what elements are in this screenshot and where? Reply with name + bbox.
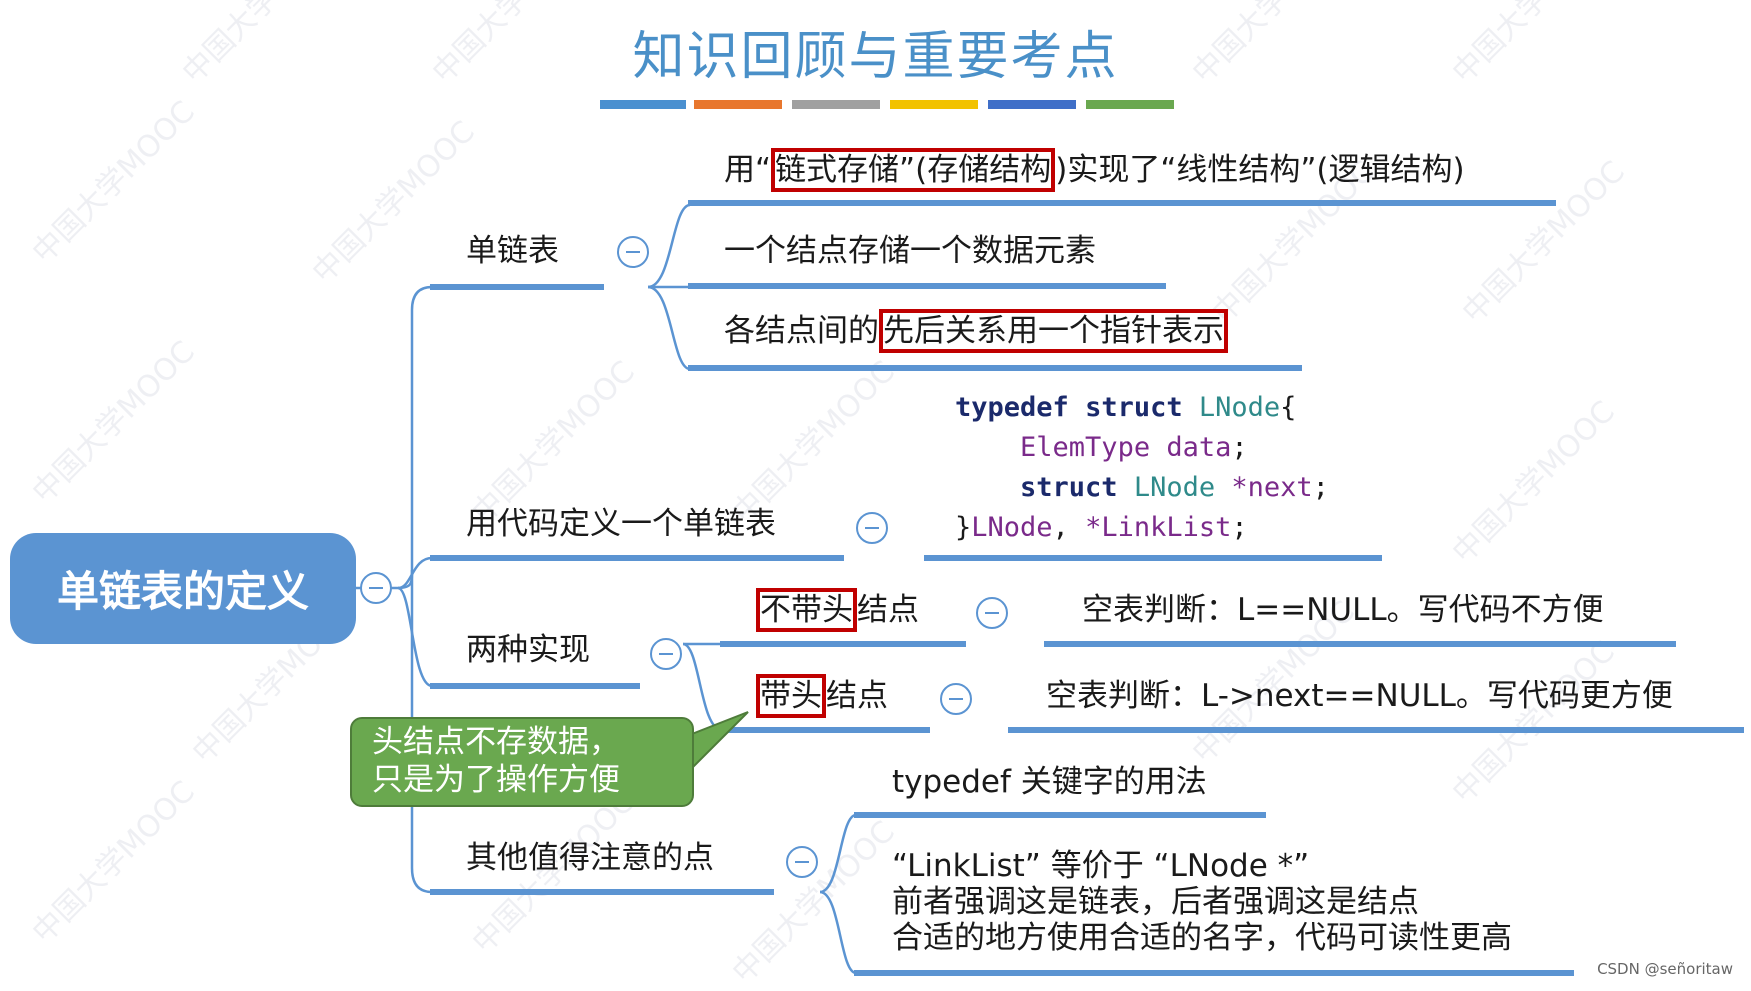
leaf-text: )实现了“线性结构”(逻辑结构): [1055, 152, 1465, 188]
leaf-underline: [854, 970, 1574, 976]
root-node[interactable]: 单链表的定义: [10, 533, 356, 644]
credit-text: CSDN @señoritaw: [1597, 960, 1733, 978]
callout-line: 只是为了操作方便: [372, 762, 620, 798]
collapse-icon[interactable]: [940, 683, 972, 715]
collapse-icon[interactable]: [617, 236, 649, 268]
branch-label-code-def[interactable]: 用代码定义一个单链表: [466, 506, 776, 542]
code-type: LNode: [1198, 392, 1281, 423]
code-type: LNode: [971, 512, 1053, 543]
leaf-underline: [688, 365, 1302, 371]
collapse-icon[interactable]: [856, 512, 888, 544]
leaf-no-head-node[interactable]: 不带头结点: [756, 588, 919, 632]
callout-head-node-note: 头结点不存数据， 只是为了操作方便: [350, 717, 694, 807]
collapse-icon[interactable]: [360, 572, 392, 604]
leaf-node-stores-element[interactable]: 一个结点存储一个数据元素: [724, 233, 1096, 269]
color-bar-segment: [890, 100, 978, 109]
code-block: typedef struct LNode{ ElemType data; str…: [955, 388, 1329, 548]
branch-underline: [430, 284, 604, 290]
leaf-text: 用“: [724, 152, 772, 188]
leaf-with-head-node[interactable]: 带头结点: [756, 674, 888, 718]
code-punct: ;: [1312, 472, 1329, 503]
code-type: *LinkList: [1085, 512, 1232, 543]
leaf-typedef-usage[interactable]: typedef 关键字的用法: [892, 764, 1207, 800]
highlight-box: 带头: [756, 674, 826, 718]
leaf-text: 前者强调这是链表，后者强调这是结点: [892, 884, 1419, 920]
leaf-underline: [1044, 641, 1676, 647]
code-punct: ;: [1231, 512, 1248, 543]
leaf-underline: [854, 812, 1266, 818]
branch-label-other-notes[interactable]: 其他值得注意的点: [466, 840, 714, 876]
code-punct: ;: [1231, 432, 1248, 463]
branch-underline: [430, 555, 844, 561]
color-bar-segment: [1086, 100, 1174, 109]
leaf-text: 结点: [826, 678, 888, 714]
code-punct: ,: [1052, 512, 1086, 543]
leaf-underline: [720, 641, 966, 647]
color-bar-segment: [694, 100, 782, 109]
code-underline: [924, 555, 1382, 561]
color-bar-segment: [600, 100, 686, 109]
leaf-text: “LinkList” 等价于 “LNode *”: [892, 848, 1310, 884]
highlight-box: 链式存储”(存储结构: [771, 148, 1056, 192]
color-bar-segment: [988, 100, 1076, 109]
code-keyword: struct: [1020, 472, 1118, 503]
leaf-chain-storage[interactable]: 用“链式存储”(存储结构)实现了“线性结构”(逻辑结构): [724, 148, 1465, 192]
code-var: *next: [1231, 472, 1313, 503]
callout-line: 头结点不存数据，: [372, 724, 620, 760]
leaf-text: 结点: [857, 592, 919, 628]
code-type: LNode: [1133, 472, 1216, 503]
leaf-with-head-empty-check[interactable]: 空表判断：L->next==NULL。写代码更方便: [1046, 678, 1673, 714]
collapse-icon[interactable]: [786, 846, 818, 878]
highlight-box: 不带头: [756, 588, 857, 632]
leaf-underline: [1008, 727, 1744, 733]
collapse-icon[interactable]: [650, 638, 682, 670]
code-punct: }: [955, 512, 972, 543]
code-type: ElemType: [1020, 432, 1151, 463]
leaf-pointer-relation[interactable]: 各结点间的先后关系用一个指针表示: [724, 309, 1228, 353]
collapse-icon[interactable]: [976, 597, 1008, 629]
branch-label-single-list[interactable]: 单链表: [466, 233, 559, 269]
branch-underline: [430, 889, 774, 895]
color-bar-segment: [792, 100, 880, 109]
leaf-underline: [720, 727, 930, 733]
branch-label-two-impl[interactable]: 两种实现: [466, 632, 590, 668]
leaf-underline: [688, 200, 1556, 206]
leaf-linklist-note[interactable]: “LinkList” 等价于 “LNode *” 前者强调这是链表，后者强调这是…: [892, 848, 1512, 956]
highlight-box: 先后关系用一个指针表示: [879, 309, 1228, 353]
leaf-no-head-empty-check[interactable]: 空表判断：L==NULL。写代码不方便: [1082, 592, 1604, 628]
code-keyword: struct: [1085, 392, 1183, 423]
code-keyword: typedef: [955, 392, 1069, 423]
code-var: data: [1166, 432, 1232, 463]
code-punct: {: [1280, 392, 1297, 423]
leaf-text: 合适的地方使用合适的名字，代码可读性更高: [892, 920, 1512, 956]
leaf-underline: [688, 283, 1166, 289]
leaf-text: 各结点间的: [724, 313, 879, 349]
page-title: 知识回顾与重要考点: [632, 27, 1119, 87]
branch-underline: [430, 683, 640, 689]
